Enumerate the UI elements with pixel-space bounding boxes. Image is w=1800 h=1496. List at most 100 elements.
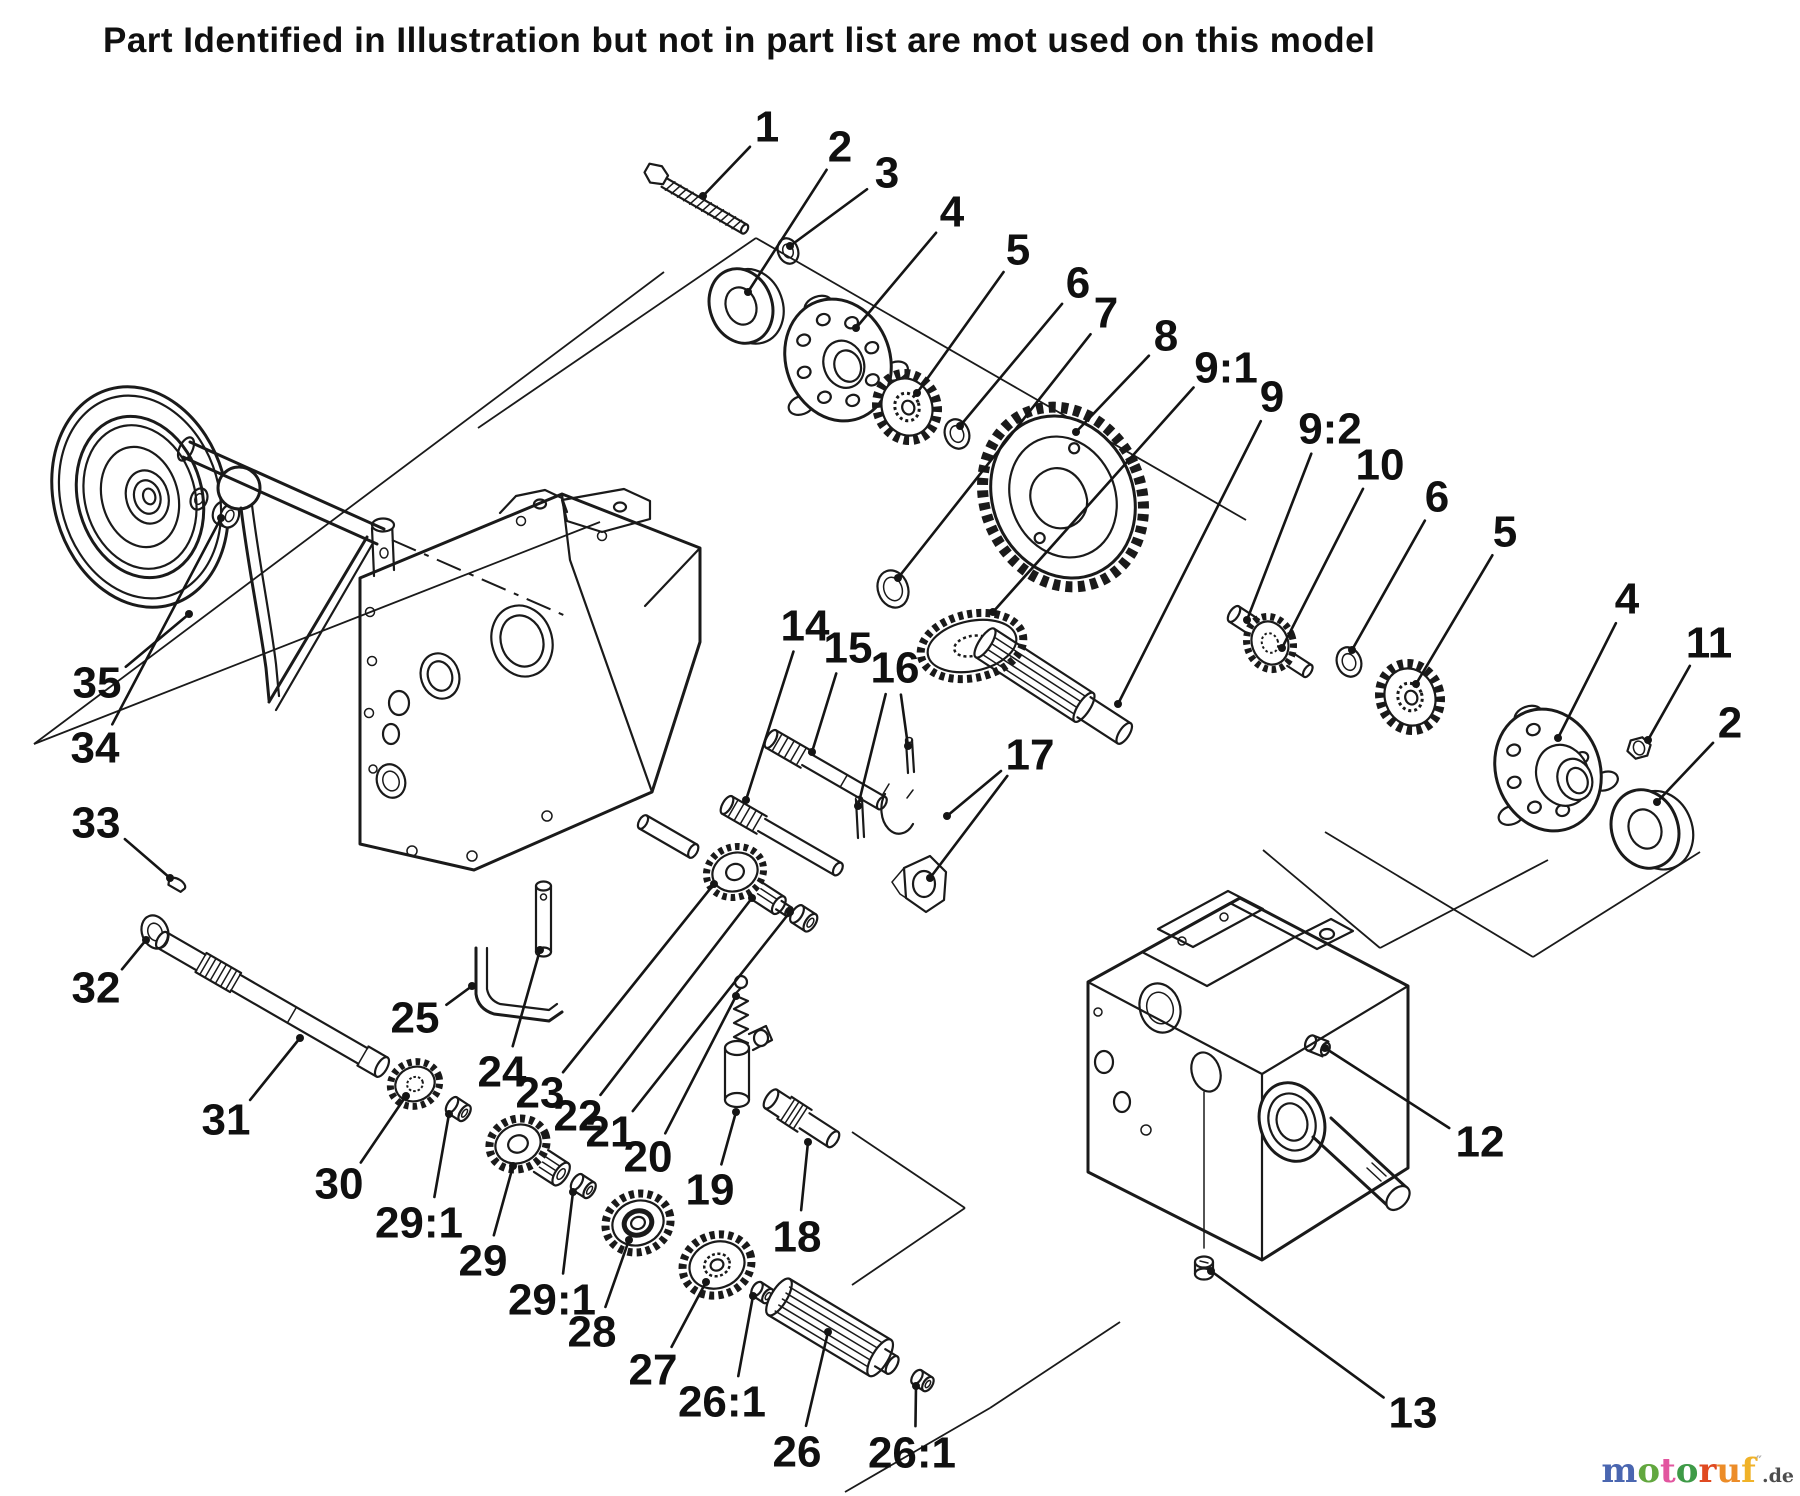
leader-line-2 xyxy=(746,168,828,294)
leader-line-32 xyxy=(120,938,148,971)
pulley-washer xyxy=(189,487,209,511)
left-case-half xyxy=(358,487,702,872)
part-label-29:1-37: 29:1 xyxy=(375,1199,463,1248)
leader-line-4 xyxy=(1556,621,1618,740)
leader-dot-1 xyxy=(699,192,707,200)
part-label-4-14: 4 xyxy=(1615,575,1640,624)
part-label-29:1-38: 29:1 xyxy=(508,1276,596,1325)
shift-lever xyxy=(216,465,396,712)
part-label-22-27: 22 xyxy=(554,1092,603,1141)
leader-dot-29:1 xyxy=(569,1188,577,1196)
shift-fork-a xyxy=(880,783,915,835)
gear-28 xyxy=(601,1189,675,1257)
leader-line-17 xyxy=(945,769,1003,818)
lever-pivot-post xyxy=(370,517,396,578)
leader-dot-6 xyxy=(1348,646,1356,654)
leader-line-5 xyxy=(1414,553,1494,686)
leader-line-33 xyxy=(123,837,172,880)
leader-line-16 xyxy=(856,692,887,808)
bolt-1 xyxy=(643,162,750,235)
leader-dot-5 xyxy=(1412,680,1420,688)
leader-dot-4 xyxy=(852,324,860,332)
leader-dot-15 xyxy=(808,748,816,756)
o-ring-6-right xyxy=(1335,646,1363,678)
leader-line-5 xyxy=(915,270,1005,395)
leader-line-12 xyxy=(1323,1046,1451,1130)
bushing-29-1-a xyxy=(444,1095,472,1123)
leader-line-19 xyxy=(720,1110,738,1166)
part-label-9-9: 9 xyxy=(1260,373,1284,422)
part-label-16-21: 16 xyxy=(871,644,920,693)
leader-dot-34 xyxy=(217,514,225,522)
leader-dot-25 xyxy=(468,982,476,990)
leader-line-11 xyxy=(1646,664,1692,742)
leader-line-16 xyxy=(899,693,910,748)
part-label-18-23: 18 xyxy=(773,1213,822,1262)
part-label-26:1-32: 26:1 xyxy=(678,1378,766,1427)
leader-line-9:1 xyxy=(991,386,1195,614)
leader-dot-13 xyxy=(1207,1267,1215,1275)
part-label-29-36: 29 xyxy=(459,1237,508,1286)
watermark-letter: u xyxy=(1716,1451,1741,1491)
part-label-19-24: 19 xyxy=(686,1166,735,1215)
leader-dot-9:1 xyxy=(989,608,997,616)
leader-dot-32 xyxy=(142,936,150,944)
leader-dot-5 xyxy=(913,389,921,397)
leader-dot-22 xyxy=(748,894,756,902)
leader-line-28 xyxy=(604,1238,631,1309)
leader-dot-30 xyxy=(402,1092,410,1100)
leader-dot-18 xyxy=(804,1138,812,1146)
part-label-1-0: 1 xyxy=(755,103,779,152)
leader-dot-29 xyxy=(509,1162,517,1170)
shaft-31 xyxy=(154,930,391,1078)
leader-line-24 xyxy=(511,948,542,1048)
leader-dot-17 xyxy=(926,874,934,882)
leader-line-13 xyxy=(1209,1269,1385,1399)
part-label-2-1: 2 xyxy=(828,123,852,172)
leader-line-9 xyxy=(1116,419,1263,706)
leader-dot-17 xyxy=(943,812,951,820)
gear-5-right xyxy=(1375,658,1445,736)
watermark-suffix: .de xyxy=(1762,1465,1794,1487)
bushing-29-1-b xyxy=(569,1172,597,1200)
leader-dot-21 xyxy=(786,908,794,916)
watermark-letter: r xyxy=(1698,1451,1717,1491)
part-label-34-43: 34 xyxy=(71,724,120,773)
part-label-2-16: 2 xyxy=(1718,699,1742,748)
part-label-26-31: 26 xyxy=(773,1428,822,1477)
part-label-15-20: 15 xyxy=(824,624,873,673)
leader-line-18 xyxy=(799,1140,810,1212)
nut-11 xyxy=(1626,736,1652,760)
lower-rod xyxy=(636,814,700,859)
leader-dot-11 xyxy=(1644,736,1652,744)
leader-line-26 xyxy=(804,1330,830,1428)
leader-line-20 xyxy=(663,994,738,1135)
shift-arm-19-21 xyxy=(723,1024,774,1109)
part-label-30-39: 30 xyxy=(315,1160,364,1209)
drive-pulley xyxy=(50,385,230,609)
o-ring-6-left xyxy=(943,418,971,450)
leader-dot-14 xyxy=(742,796,750,804)
leader-line-31 xyxy=(248,1036,302,1102)
part-label-6-12: 6 xyxy=(1425,473,1449,522)
leader-dot-7 xyxy=(894,574,902,582)
watermark-letter: f xyxy=(1741,1451,1758,1491)
watermark-letter: o xyxy=(1676,1451,1699,1491)
part-label-12-17: 12 xyxy=(1456,1118,1505,1167)
leader-dot-29:1 xyxy=(445,1110,453,1118)
phantom-lines xyxy=(33,237,1701,1493)
gear-29-cluster xyxy=(485,1114,571,1187)
bushing-26-1-b xyxy=(910,1368,935,1393)
leader-dot-23 xyxy=(710,880,718,888)
pinion-shaft-9-2-10 xyxy=(1226,604,1314,679)
leader-dot-6 xyxy=(956,422,964,430)
leader-line-29:1 xyxy=(433,1112,451,1199)
leader-line-4 xyxy=(854,231,938,330)
leader-dot-26:1 xyxy=(749,1292,757,1300)
gear-8 xyxy=(977,401,1149,593)
leader-dot-35 xyxy=(185,610,193,618)
leader-line-29 xyxy=(492,1164,515,1237)
part-label-9:2-10: 9:2 xyxy=(1298,405,1362,454)
